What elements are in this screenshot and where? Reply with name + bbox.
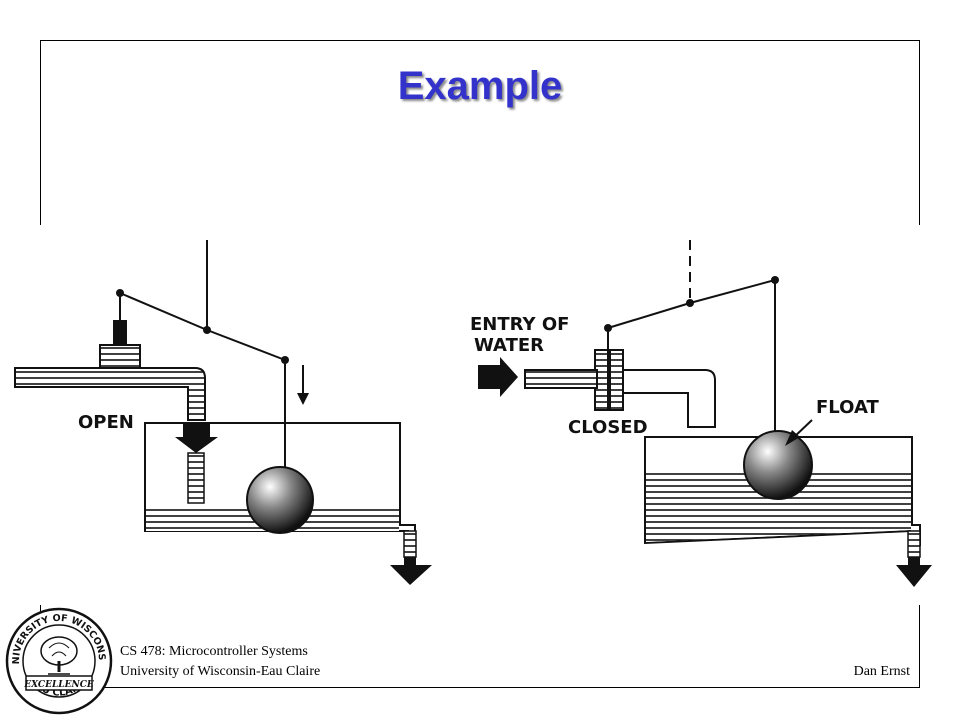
left-open-valve: OPEN: [14, 240, 432, 585]
footer-author: Dan Ernst: [853, 664, 910, 679]
float-label: FLOAT: [816, 397, 879, 418]
float-valve-drawing: OPEN: [14, 240, 932, 587]
float-valve-diagram: OPEN: [0, 225, 960, 605]
footer-university: University of Wisconsin-Eau Claire: [120, 664, 321, 679]
footer-course-info: CS 478: Microcontroller Systems Universi…: [120, 642, 320, 682]
closed-label: CLOSED: [568, 417, 648, 438]
footer-course: CS 478: Microcontroller Systems: [120, 644, 308, 659]
right-closed-valve: ENTRY OF WATER CLOSED FLOAT: [470, 240, 932, 587]
open-label: OPEN: [78, 412, 134, 433]
seal-center-text: EXCELLENCE: [23, 680, 94, 690]
slide-title: Example: [397, 64, 563, 108]
seal-graphic: UNIVERSITY OF WISCONSIN EAU CLAIRE EXCEL…: [0, 598, 113, 715]
university-seal-logo: UNIVERSITY OF WISCONSIN EAU CLAIRE EXCEL…: [0, 598, 114, 716]
entry-label-line1: ENTRY OF: [470, 314, 569, 335]
entry-label-line2: WATER: [474, 335, 544, 356]
